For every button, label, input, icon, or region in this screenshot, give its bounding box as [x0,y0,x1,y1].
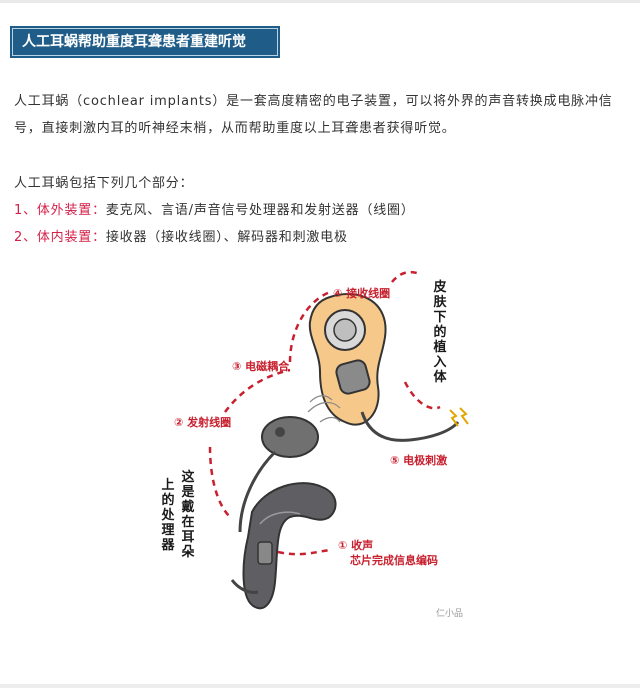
label-receiver-coil: ④ 接收线圈 [333,287,391,300]
electrode-lead [360,411,460,442]
part-text: 接收器（接收线圈）、解码器和刺激电极 [105,230,348,245]
top-divider [0,0,640,3]
transmitter-coil [238,416,319,533]
sound-processor [230,482,337,610]
watermark: 仁小品 [436,609,464,619]
part-prefix: 2、体内装置： [14,230,106,245]
guide-lines [208,270,441,556]
section-title-banner: 人工耳蜗帮助重度耳聋患者重建听觉 [10,26,280,58]
label-sound-capture: ① 收声 [338,539,374,552]
implant-receiver [308,292,387,426]
part-prefix: 1、体外装置： [14,203,106,218]
processor-vertical-note-a: 这是戴在耳朵 [181,470,195,560]
processor-vertical-note-b: 上的处理器 [161,478,175,553]
label-electrode: ⑤ 电极刺激 [390,454,448,467]
implant-vertical-note: 皮肤下的植入体 [433,280,447,385]
part-item-external: 1、体外装置：麦克风、言语/声音信号处理器和发射送器（线圈） [14,197,415,224]
label-transmitter: ② 发射线圈 [174,416,232,429]
bottom-divider [0,684,640,688]
intro-paragraph: 人工耳蜗（cochlear implants）是一套高度精密的电子装置，可以将外… [14,94,613,136]
parts-intro: 人工耳蜗包括下列几个部分： [14,176,194,191]
section-title: 人工耳蜗帮助重度耳聋患者重建听觉 [12,28,278,56]
part-text: 麦克风、言语/声音信号处理器和发射送器（线圈） [105,203,415,218]
cochlear-implant-illustration [208,270,469,610]
part-item-internal: 2、体内装置：接收器（接收线圈）、解码器和刺激电极 [14,224,348,251]
label-encoding: 芯片完成信息编码 [350,554,438,567]
label-em-coupling: ③ 电磁耦合 [232,360,290,373]
